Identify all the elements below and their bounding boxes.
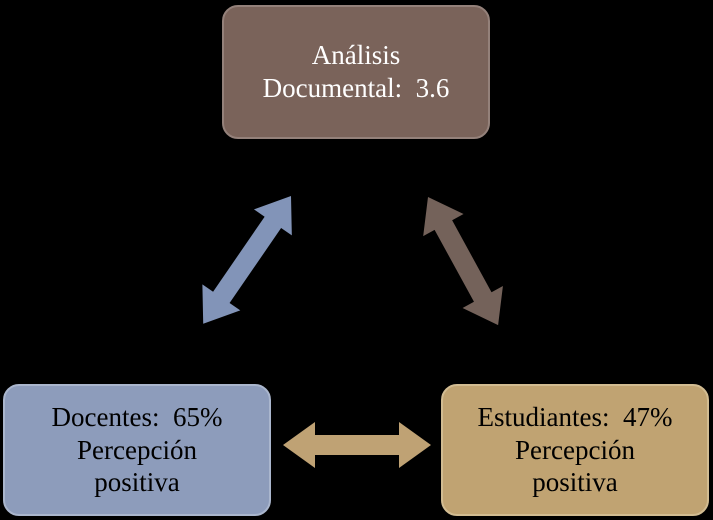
node-docentes-line-2: Percepción [77,434,197,465]
node-docentes-line-1: Docentes: 65% [51,401,223,432]
arrow-docentes-estudiantes-icon [283,422,431,468]
node-estudiantes-line-2: Percepción [515,434,635,465]
node-analisis-line-2: Documental: 3.6 [262,73,450,103]
node-estudiantes: Estudiantes: 47% Percepción positiva [441,384,709,516]
node-docentes-line-3: positiva [94,467,180,498]
node-docentes: Docentes: 65% Percepción positiva [3,384,271,516]
node-analisis-line-1: Análisis [311,40,401,71]
node-estudiantes-line-1: Estudiantes: 47% [477,401,673,432]
arrow-analisis-docentes-icon [202,196,292,324]
node-estudiantes-line-3: positiva [532,467,618,498]
node-analisis-documental: Análisis Documental: 3.6 [222,5,490,139]
arrow-analisis-estudiantes-icon [423,197,503,326]
